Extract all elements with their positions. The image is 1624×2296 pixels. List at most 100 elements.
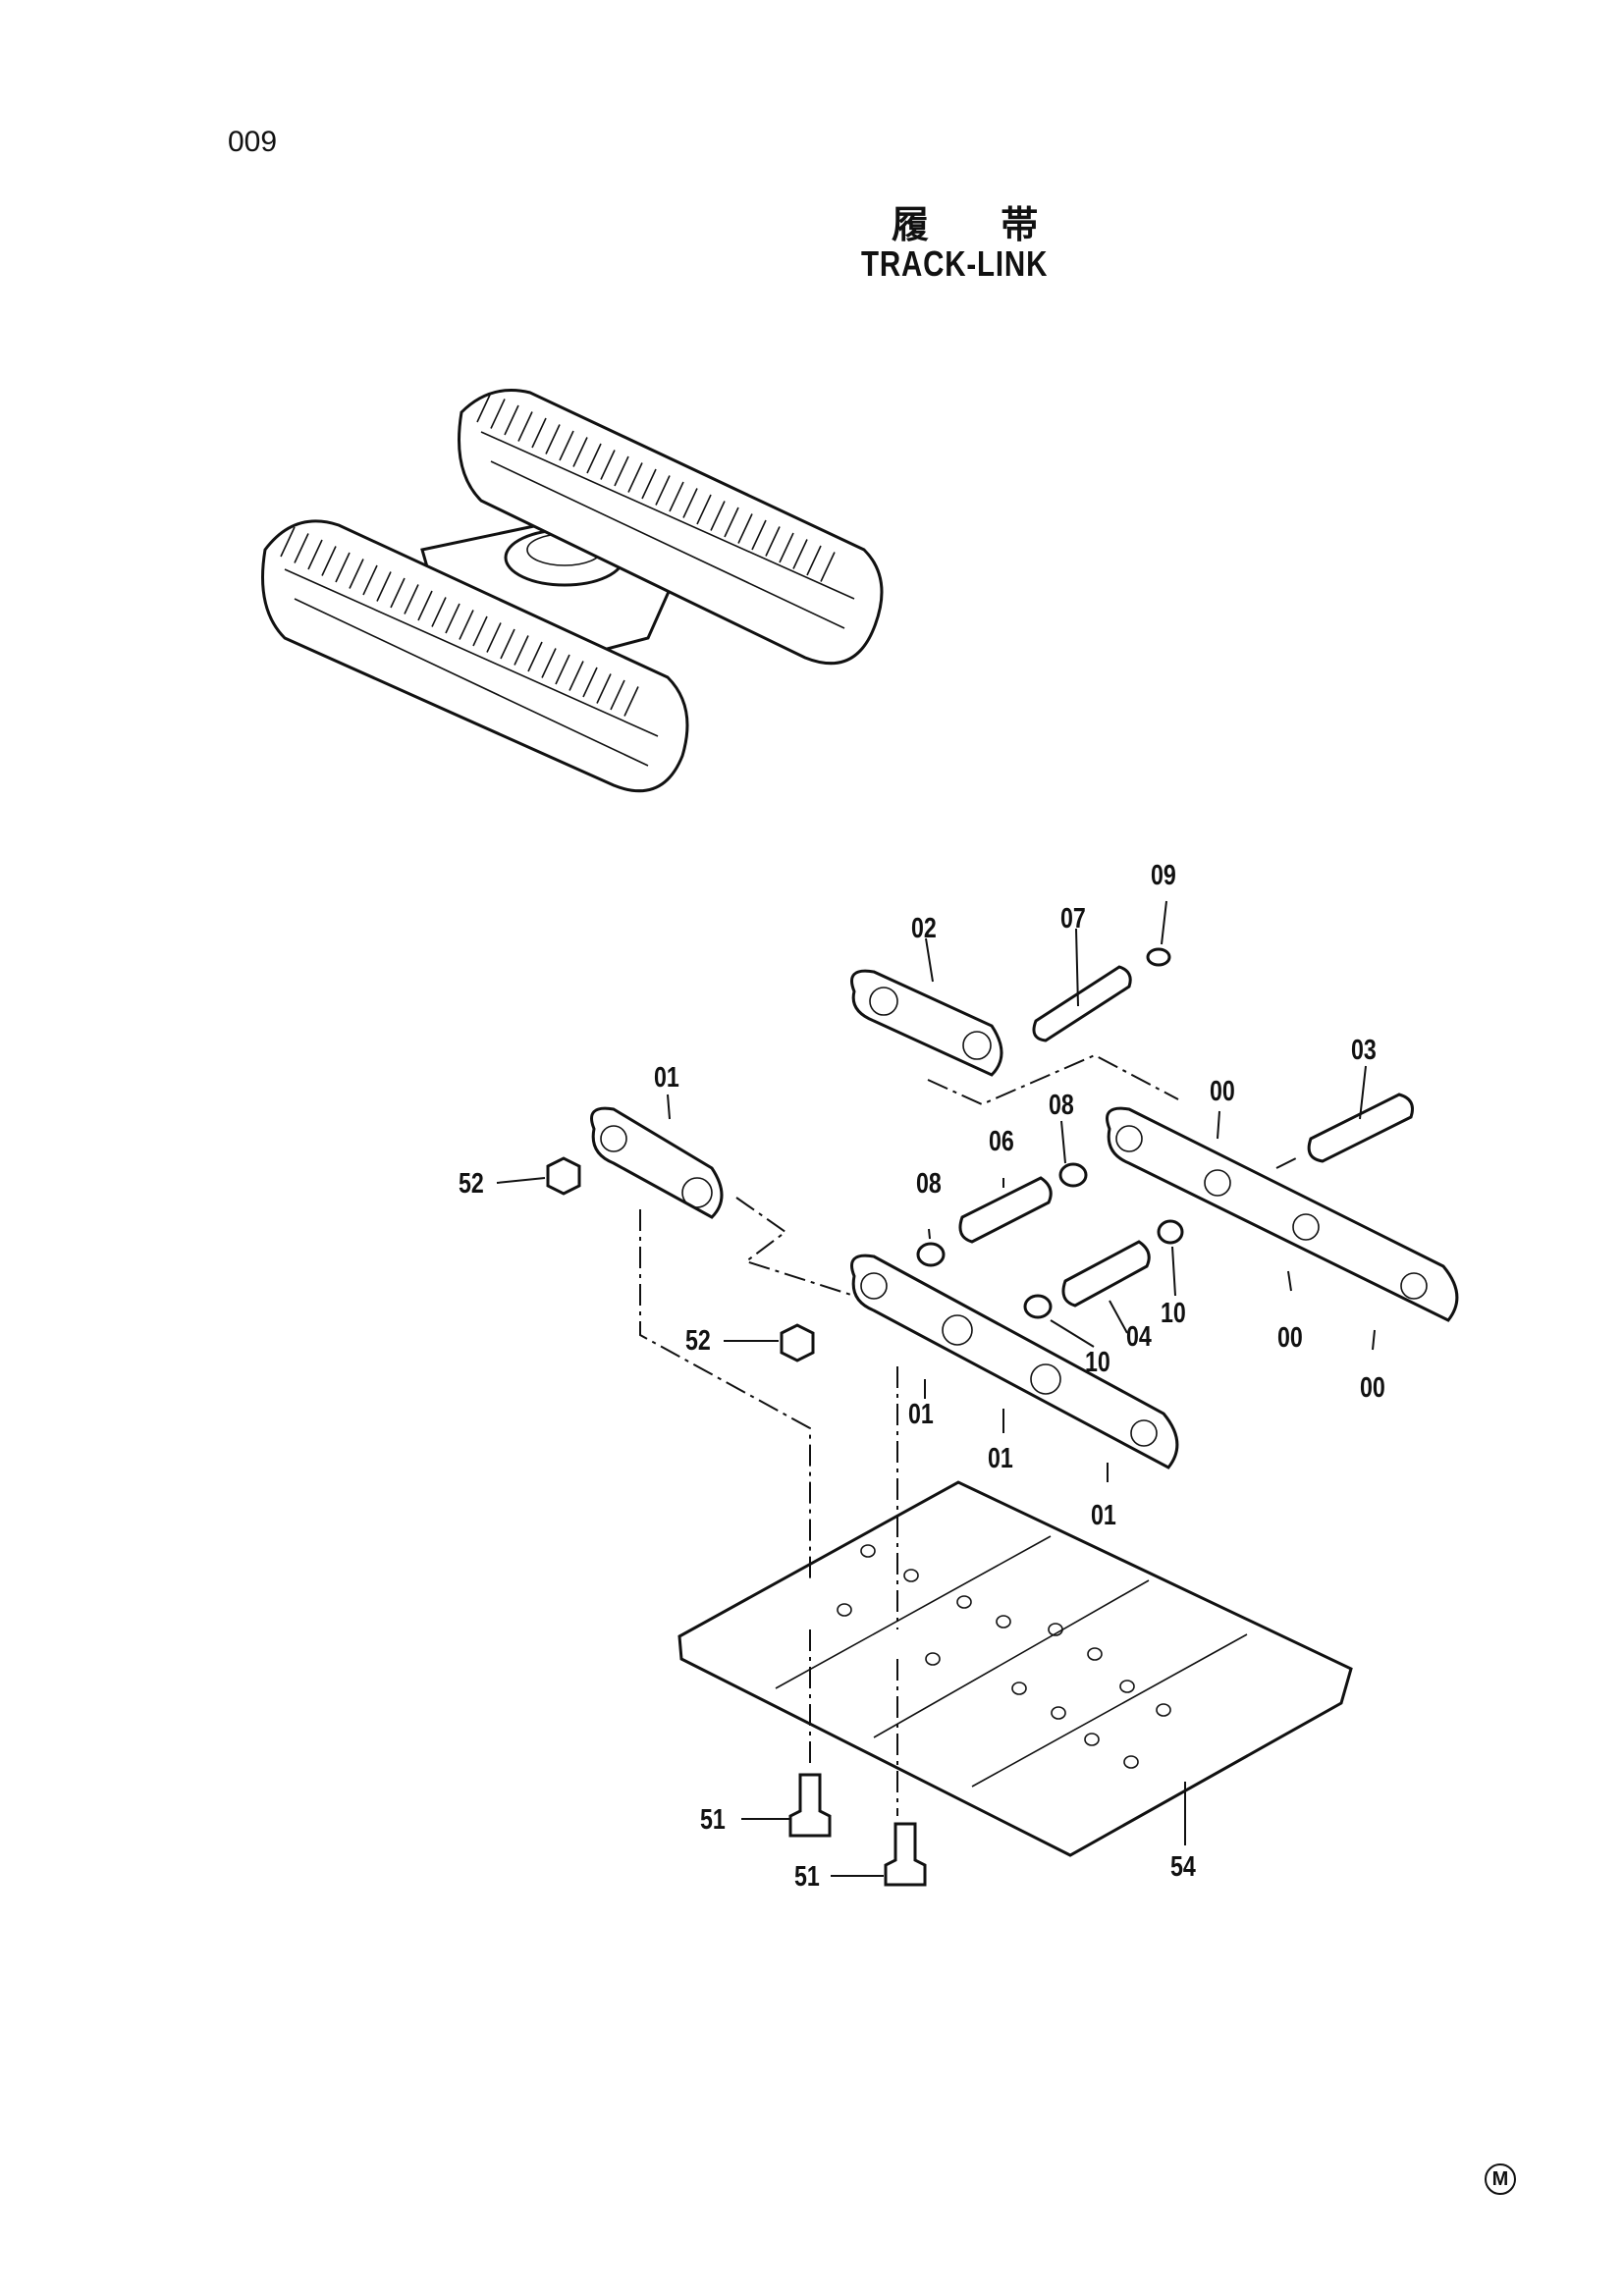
shoe-bolt-hole	[1087, 1647, 1103, 1661]
tread-line	[586, 443, 602, 474]
shoe-bolt-hole	[1119, 1680, 1135, 1693]
link-assembly-00	[1106, 1106, 1459, 1322]
tread-line	[641, 468, 657, 500]
shoe-bolt-hole	[1011, 1682, 1027, 1695]
tread-line	[737, 513, 753, 544]
callout-10-right: 10	[1161, 1298, 1186, 1329]
shoe-bolt-hole	[956, 1595, 972, 1609]
near-crawler-track	[261, 519, 689, 793]
snap-ring-09	[1146, 947, 1171, 967]
pin-03	[1307, 1093, 1414, 1163]
callout-01-chain-c: 01	[1091, 1500, 1116, 1531]
undercarriage-overview	[261, 389, 884, 793]
shoe-bolt-hole	[903, 1569, 919, 1582]
tread-line	[555, 654, 570, 685]
shoe-bolt-hole	[1051, 1706, 1066, 1720]
tread-line	[490, 399, 506, 429]
tread-line	[459, 610, 474, 640]
tread-line	[445, 603, 460, 634]
callout-52-lower: 52	[685, 1325, 711, 1357]
manufacturer-mark: M	[1485, 2163, 1516, 2195]
tread-line	[431, 597, 447, 627]
tread-line	[376, 571, 392, 602]
tread-line	[614, 455, 629, 487]
tread-line	[517, 411, 533, 442]
tread-line	[806, 545, 822, 576]
title-japanese: 履 帯	[892, 202, 1068, 246]
tread-line	[596, 673, 612, 704]
seal-08b	[1058, 1162, 1088, 1188]
link-chain-01	[850, 1254, 1179, 1469]
tread-line	[669, 481, 684, 512]
bushing-06	[958, 1176, 1053, 1244]
seal-08a	[916, 1242, 946, 1267]
tread-line	[724, 507, 739, 538]
callout-00-upper: 00	[1210, 1076, 1235, 1107]
shoe-bolt-hole	[837, 1603, 852, 1617]
tread-line	[572, 437, 588, 467]
tread-line	[404, 584, 419, 614]
shoe-plate-54	[677, 1480, 1353, 1857]
callout-09: 09	[1151, 860, 1176, 891]
callout-51-lower: 51	[794, 1861, 820, 1893]
tread-line	[335, 552, 351, 583]
callout-08-upper: 08	[1049, 1090, 1074, 1121]
shoe-bolt-hole	[860, 1544, 876, 1558]
callout-10-left: 10	[1085, 1347, 1110, 1378]
shoe-bolt-hole	[1084, 1733, 1100, 1746]
tread-line	[792, 539, 808, 569]
tread-line	[600, 450, 616, 480]
callout-04: 04	[1126, 1321, 1152, 1353]
tread-line	[294, 533, 309, 563]
page-number: 009	[228, 126, 278, 158]
far-crawler-track	[458, 389, 884, 666]
tread-line	[696, 494, 712, 525]
tread-line	[349, 559, 364, 589]
tread-line	[321, 546, 337, 576]
tread-line	[390, 577, 406, 609]
tread-line	[531, 417, 547, 449]
tread-line	[627, 462, 643, 493]
tread-line	[307, 539, 323, 570]
tread-line	[541, 648, 557, 678]
shoe-bolt-hole	[1156, 1703, 1171, 1717]
tread-line	[472, 615, 488, 647]
tread-line	[655, 475, 671, 506]
seal-10b	[1023, 1294, 1053, 1319]
shoe-bolt-hole	[1123, 1755, 1139, 1769]
tread-line	[623, 686, 639, 717]
bolt-51a	[788, 1773, 832, 1838]
tread-line	[559, 430, 574, 461]
tread-line	[682, 488, 698, 518]
tread-line	[582, 667, 598, 698]
bolt-51b	[884, 1822, 927, 1887]
tread-line	[568, 661, 584, 691]
tread-line	[417, 590, 433, 621]
tread-line	[527, 641, 543, 672]
nut-52b	[780, 1323, 815, 1362]
callout-51-upper: 51	[700, 1804, 726, 1836]
shoe-bolt-hole	[1048, 1623, 1063, 1636]
seal-10a	[1157, 1219, 1184, 1245]
shoe-bolt-hole	[925, 1652, 941, 1666]
tread-line	[779, 532, 794, 563]
title-english: TRACK-LINK	[861, 243, 1049, 284]
tread-line	[504, 404, 519, 436]
tread-line	[514, 635, 529, 666]
nut-52a	[546, 1156, 581, 1196]
bushing-04	[1061, 1240, 1151, 1308]
master-pin-07	[1032, 965, 1132, 1042]
tread-line	[710, 501, 726, 531]
callout-54: 54	[1170, 1851, 1196, 1883]
callout-01-chain-a: 01	[908, 1399, 934, 1430]
link-01	[590, 1106, 724, 1219]
callout-02: 02	[911, 913, 937, 944]
tread-line	[545, 424, 561, 454]
shoe-bolt-hole	[996, 1615, 1011, 1629]
callout-00-middle: 00	[1277, 1322, 1303, 1354]
tread-line	[610, 679, 625, 711]
callout-52-upper: 52	[459, 1168, 484, 1200]
callout-01-link: 01	[654, 1062, 679, 1094]
callout-01-chain-b: 01	[988, 1443, 1013, 1474]
tread-line	[751, 519, 767, 551]
